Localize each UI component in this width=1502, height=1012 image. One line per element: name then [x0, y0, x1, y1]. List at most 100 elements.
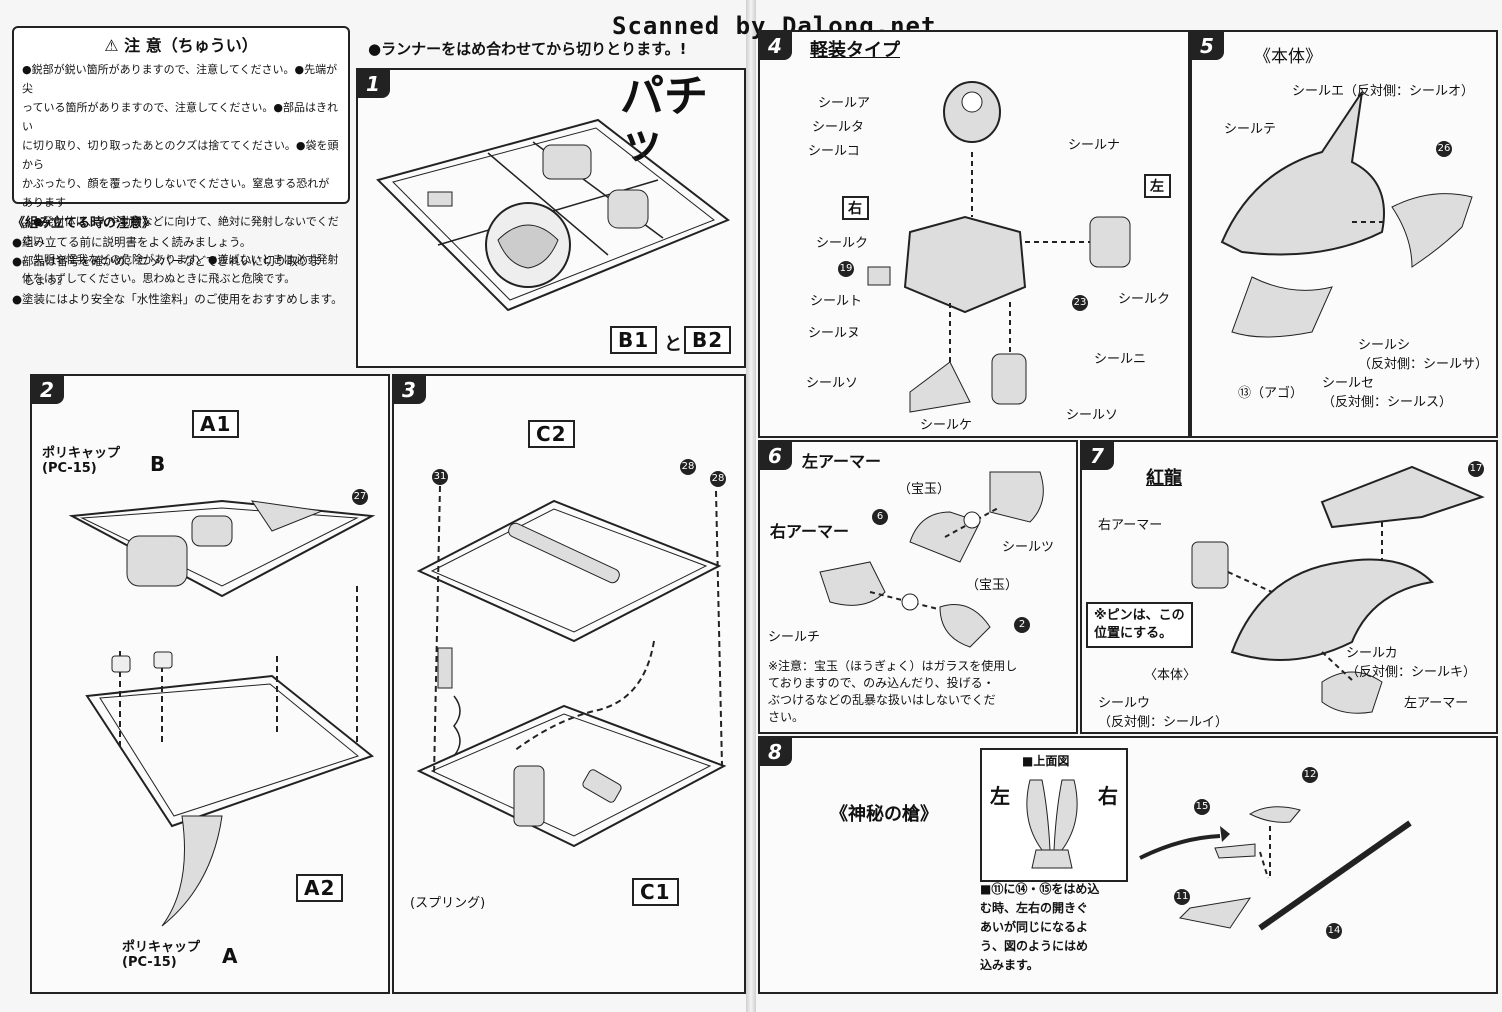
- top-view-left: 左: [990, 784, 1010, 808]
- assembly-notes: 《組み立てる時の注意》 ●組み立てる前に説明書をよく読みましょう。 ●部品は番号…: [12, 214, 352, 309]
- step-number: 8: [760, 738, 792, 766]
- gem-label: （宝玉）: [898, 482, 951, 497]
- step-7-title: 紅龍: [1146, 468, 1182, 489]
- gem-label: （宝玉）: [966, 578, 1019, 593]
- step-8-title: 《神秘の槍》: [830, 804, 938, 825]
- step-4-panel: 4 軽装タイプ シールア シールタ シールコ シールナ 右 左 シールク 19 …: [758, 30, 1190, 438]
- step-number: 2: [32, 376, 64, 404]
- step-number: 3: [394, 376, 426, 404]
- step-1-panel: 1 パチッ B1 と B2: [356, 68, 746, 368]
- part-27: 27: [352, 484, 368, 505]
- top-view-illustration: [982, 750, 1122, 876]
- step-number: 4: [760, 32, 792, 60]
- runner-a-illustration: [32, 376, 388, 992]
- runner-label-a2: A2: [296, 874, 344, 902]
- seal-e-label: シールエ（反対側：シールオ）: [1292, 84, 1475, 99]
- caution-line: ●鋭部が鋭い箇所がありますので、注意してください。●先端が尖: [22, 63, 338, 95]
- top-view-right: 右: [1098, 784, 1118, 808]
- part-28-b: 28: [710, 466, 726, 487]
- assembly-item: ●塗装にはより安全な「水性塗料」のご使用をおすすめします。: [12, 292, 343, 306]
- seal-label: シールタ: [812, 120, 865, 135]
- body-dragon-illustration: [1192, 32, 1496, 436]
- and-text: と: [664, 334, 682, 355]
- top-view-box: ■上面図 左 右: [980, 748, 1128, 882]
- seal-label: シールク: [816, 236, 869, 251]
- right-armor-label: 右アーマー: [1098, 518, 1163, 533]
- step-5-panel: 5 《本体》 シールエ（反対側：シールオ） シールテ 26 シールシ （反対側：…: [1190, 30, 1498, 438]
- top-view-label: ■上面図: [1022, 754, 1070, 768]
- left-armor-label: 左アーマー: [1404, 696, 1469, 711]
- assembly-item: ●部品は番号を確かめ、ニッパーなどできれいに切り取りま: [12, 254, 321, 268]
- kouryuu-illustration: [1082, 442, 1496, 732]
- runner-b-illustration: [358, 70, 744, 366]
- body-label: 〈本体〉: [1144, 668, 1197, 683]
- runner-label-c1: C1: [632, 878, 679, 906]
- seal-label: シールコ: [808, 144, 860, 159]
- caution-line: 。●発射体は、人や動物などに向けて、絶対に発射しないでください: [22, 215, 339, 247]
- seal-label: シールア: [818, 96, 871, 111]
- part-28-a: 28: [680, 454, 696, 475]
- step-number: 1: [358, 70, 390, 98]
- runner-c-illustration: [394, 376, 744, 992]
- ago-label: ⑬（アゴ）: [1238, 386, 1304, 401]
- right-label: 右: [842, 196, 869, 220]
- polycap-a-label: ポリキャップ (PC-15): [122, 940, 201, 970]
- sfx-text: パチッ: [620, 71, 708, 168]
- part-11: 11: [1174, 884, 1190, 905]
- left-label: 左: [1144, 174, 1171, 198]
- seal-label: シールニ: [1094, 352, 1147, 367]
- polycap-a-letter: A: [222, 944, 238, 968]
- assembly-title: 《組み立てる時の注意》: [12, 216, 156, 231]
- part-31: 31: [432, 464, 448, 485]
- warning-icon: ⚠: [104, 36, 119, 55]
- caution-body: ●鋭部が鋭い箇所がありますので、注意してください。●先端が尖 っている箇所があり…: [14, 56, 348, 292]
- step-5-title: 《本体》: [1254, 47, 1322, 67]
- part-12: 12: [1302, 762, 1318, 783]
- seal-label: シールソ: [806, 376, 859, 391]
- caution-line: かぶったり、顔を覆ったりしないでください。窒息する恐れがあります: [22, 177, 330, 209]
- caution-title: ⚠ 注 意（ちゅうい）: [104, 36, 258, 55]
- step-6-panel: 6 左アーマー （宝玉） 6 右アーマー シールツ （宝玉） シールチ 2 ※注…: [758, 440, 1078, 734]
- seal-label: シールソ: [1066, 408, 1119, 423]
- armor-illustration: [760, 442, 1076, 732]
- caution-line: 体をはずしてください。思わぬときに飛ぶと危険です。: [22, 272, 296, 285]
- seal-label: シールク: [1118, 292, 1171, 307]
- part-number-27: 27: [352, 489, 368, 505]
- step-number: 5: [1192, 32, 1224, 60]
- step-number: 7: [1082, 442, 1114, 470]
- seal-ka-label: シールカ （反対側：シールキ）: [1346, 646, 1477, 680]
- caution-box: ⚠ 注 意（ちゅうい） ●鋭部が鋭い箇所がありますので、注意してください。●先端…: [12, 26, 350, 285]
- gem-note: ※注意：宝玉（ほうぎょく）はガラスを使用し ておりますので、のみ込んだり、投げる…: [768, 659, 1018, 724]
- part-19: 19: [838, 256, 854, 277]
- seal-label: シールケ: [920, 418, 973, 433]
- step-4-title: 軽装タイプ: [810, 40, 900, 61]
- step-2-panel: 2 A1 ポリキャップ (PC-15) B 27 A2 ポリキャップ (PC-1…: [30, 374, 390, 994]
- seal-label: シールヌ: [808, 326, 861, 341]
- step-8-note: ■⑪に⑭・⑮をはめ込 む時、左右の開きぐ あいが同じになるよ う、図のようにはめ…: [980, 882, 1100, 972]
- page-fold: [746, 0, 756, 1012]
- seal-label: シールト: [810, 294, 863, 309]
- assembly-item: ●組み立てる前に説明書をよく読みましょう。: [12, 235, 252, 249]
- runner-label-c2: C2: [528, 420, 575, 448]
- seal-te-label: シールテ: [1224, 122, 1277, 137]
- caution-line: っている箇所がありますので、注意してください。●部品はきれい: [22, 101, 338, 133]
- seal-label: シールナ: [1068, 138, 1121, 153]
- left-armor-title: 左アーマー: [802, 452, 882, 471]
- seal-chi-label: シールチ: [768, 630, 821, 645]
- polycap-b-letter: B: [150, 452, 166, 476]
- seal-shi-label: シールシ （反対側：シールサ）: [1358, 338, 1489, 372]
- step-3-panel: 3 C2 31 28 28 (スプリング) C1: [392, 374, 746, 994]
- pin-note: ※ピンは、この 位置にする。: [1086, 602, 1193, 648]
- polycap-b-label: ポリキャップ (PC-15): [42, 446, 121, 476]
- seal-tsu-label: シールツ: [1002, 540, 1055, 555]
- part-17: 17: [1468, 456, 1484, 477]
- part-15: 15: [1194, 794, 1210, 815]
- part-14: 14: [1326, 918, 1342, 939]
- runner-note: ●ランナーをはめ合わせてから切りとります。!: [368, 40, 687, 58]
- step-8-panel: 8 《神秘の槍》 ■上面図 左 右 ■⑪に⑭・⑮をはめ込 む時、左右の開きぐ あ…: [758, 736, 1498, 994]
- runner-label-b1: B1: [610, 326, 658, 354]
- step-7-panel: 7 紅龍 17 右アーマー ※ピンは、この 位置にする。 〈本体〉 シールカ （…: [1080, 440, 1498, 734]
- part-2: 2: [1014, 612, 1030, 633]
- runner-label-a1: A1: [192, 410, 240, 438]
- light-armor-illustration: [760, 32, 1188, 436]
